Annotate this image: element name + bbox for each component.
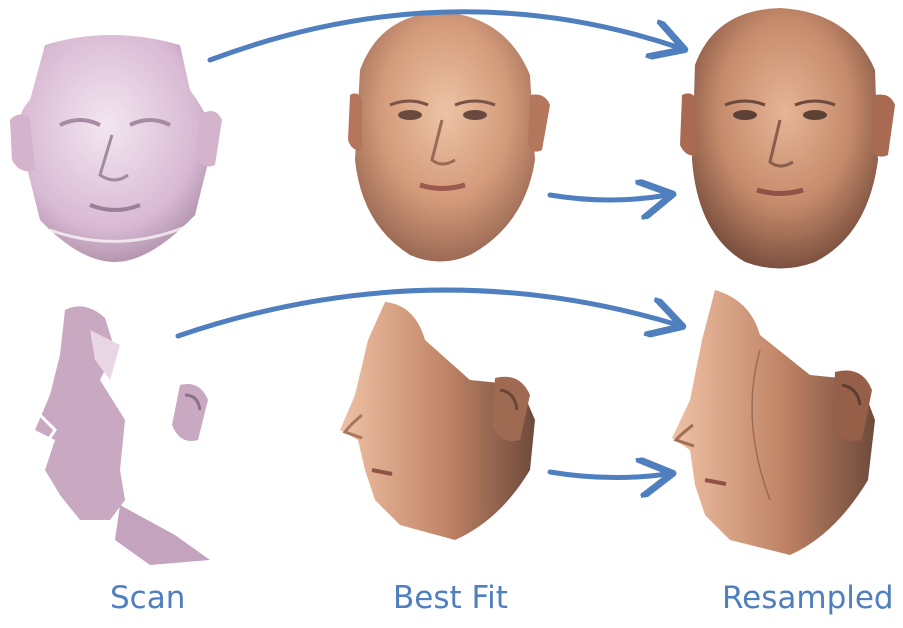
best-fit-frontal-face (348, 12, 550, 262)
arrow-bestfit-to-resampled-row2 (550, 472, 668, 478)
arrow-bestfit-to-resampled-row1 (550, 195, 668, 200)
resampled-frontal-face (680, 8, 895, 269)
arrow-scan-to-resampled-row2 (178, 290, 678, 336)
resampled-label: Resampled (722, 580, 894, 616)
scan-frontal-face (10, 35, 222, 262)
best-fit-profile-face (340, 302, 535, 540)
resampled-profile-face (672, 290, 875, 555)
best-fit-label: Best Fit (393, 580, 508, 616)
scan-label: Scan (110, 580, 185, 616)
scan-profile-face (35, 306, 210, 565)
